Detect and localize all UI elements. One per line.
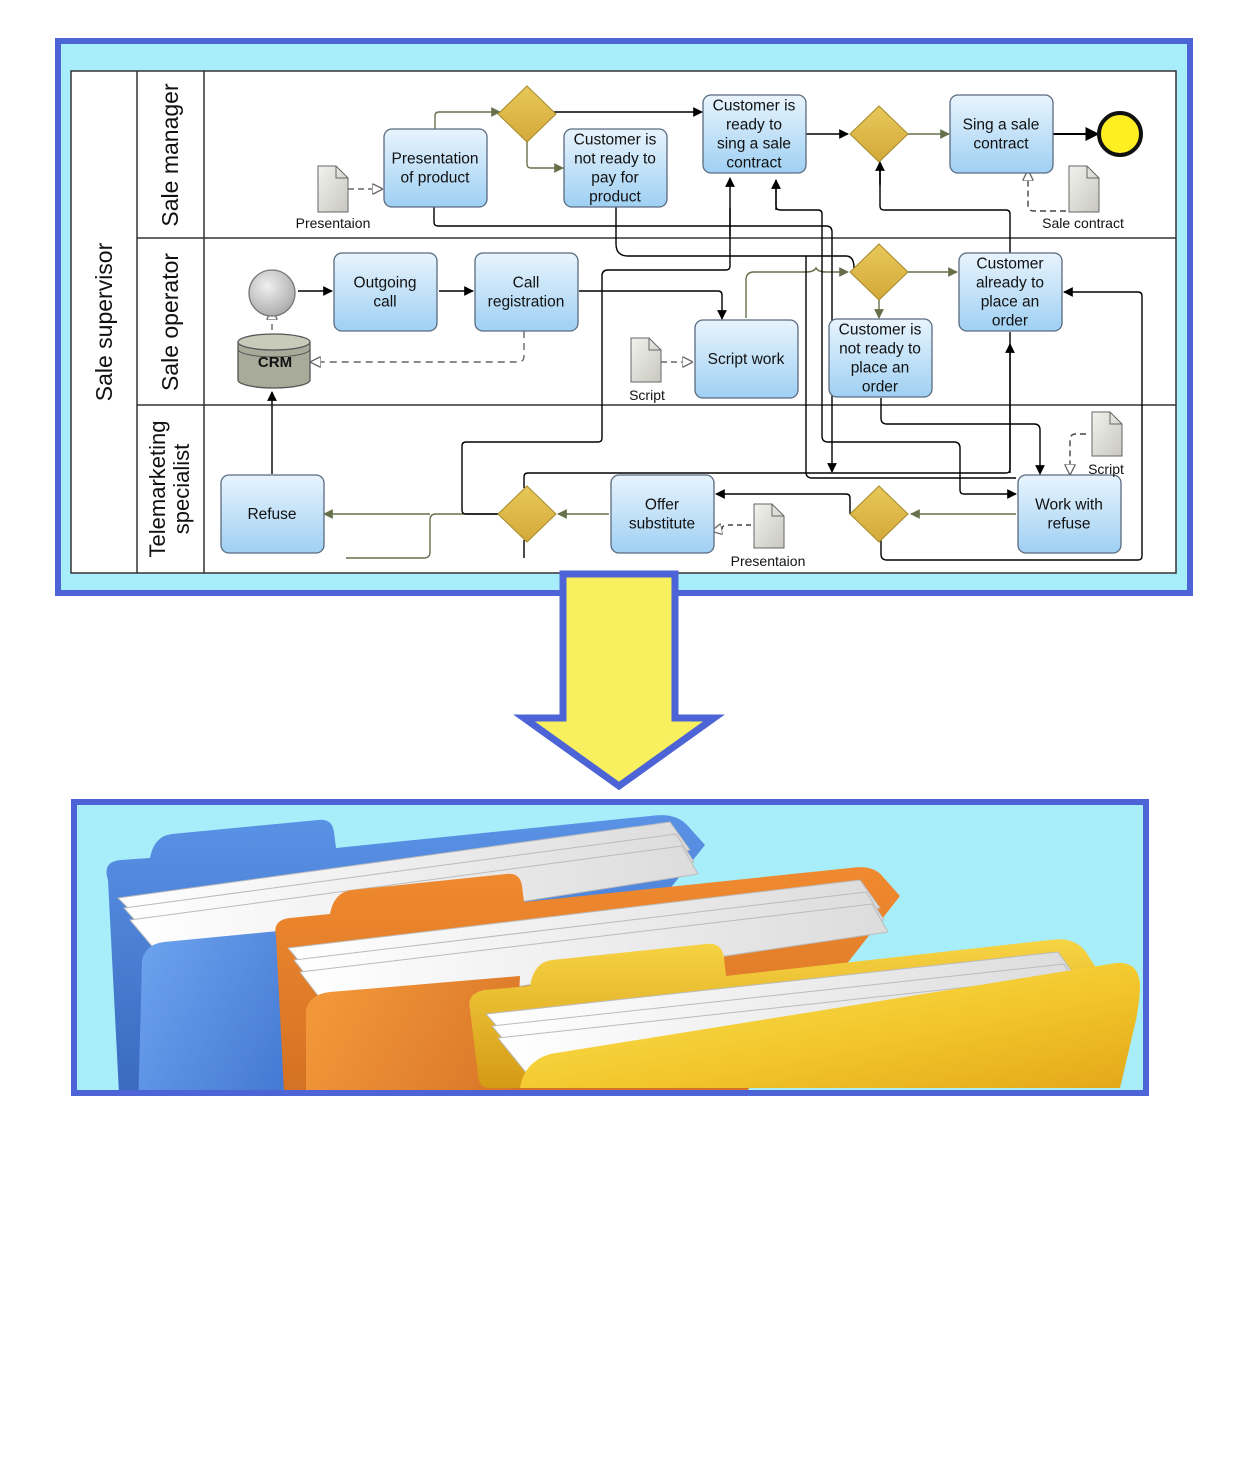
task-label: Presentation of product <box>391 151 478 187</box>
gateway <box>849 105 909 163</box>
artifact-label: Script <box>1088 461 1124 477</box>
task-label-line: order <box>862 379 898 396</box>
task-customer-not-ready-to-order: Customer is not ready to place an order <box>828 318 933 398</box>
folders-panel <box>71 799 1149 1096</box>
task-label: Refuse <box>247 506 296 523</box>
lane-label-sale-manager: Sale manager <box>157 83 183 227</box>
task-label-line: not ready to <box>839 341 921 358</box>
task-label-line: Refuse <box>247 506 296 523</box>
task-label-line: place an <box>851 360 910 377</box>
task-label: Script work <box>708 351 785 368</box>
task-label-line: Offer <box>645 497 679 514</box>
lane-label-line: specialist <box>169 444 194 534</box>
document-icon <box>1068 165 1100 213</box>
task-label-line: Sing a sale <box>963 117 1040 134</box>
task-presentation-of-product: Presentation of product <box>383 128 488 208</box>
process-diagram-panel: Sale supervisor Sale manager Sale operat… <box>55 38 1193 596</box>
task-label: Call registration <box>488 275 565 311</box>
gateway <box>849 243 909 301</box>
yellow-folder <box>469 939 1140 1088</box>
crm-database-icon: CRM <box>237 333 311 389</box>
gateway <box>849 485 909 543</box>
lane-label-telemarketing: Telemarketingspecialist <box>145 421 194 558</box>
artifact-label: Presentaion <box>296 215 371 231</box>
task-label-line: call <box>373 294 396 311</box>
task-label-line: Customer is <box>574 132 657 149</box>
artifact-label: Script <box>629 387 665 403</box>
task-label: Customer already to place an order <box>976 256 1044 330</box>
task-label-line: Customer <box>976 256 1043 273</box>
crm-label: CRM <box>258 354 292 371</box>
start-event <box>248 269 296 317</box>
task-label-line: place an <box>981 294 1040 311</box>
task-call-registration: Call registration <box>474 252 579 332</box>
task-label-line: substitute <box>629 516 695 533</box>
task-label: Customer is ready to sing a sale contract <box>713 98 796 172</box>
process-diagram: Sale supervisor Sale manager Sale operat… <box>70 70 1177 574</box>
task-label-line: contract <box>726 155 782 172</box>
document-icon <box>1091 411 1123 457</box>
end-event <box>1097 111 1143 157</box>
task-label-line: not ready to <box>574 151 656 168</box>
task-label: Sing a sale contract <box>963 117 1040 153</box>
task-work-with-refuse: Work with refuse <box>1017 474 1122 554</box>
task-label-line: Call <box>513 275 540 292</box>
sequence-flows <box>272 107 1143 561</box>
artifact-label: Presentaion <box>731 553 806 569</box>
task-label: Customer is not ready to pay for product <box>574 132 657 206</box>
task-refuse: Refuse <box>220 474 325 554</box>
task-label-line: order <box>992 313 1028 330</box>
task-script-work: Script work <box>694 319 799 399</box>
task-label-line: of product <box>401 170 471 187</box>
task-label-line: already to <box>976 275 1044 292</box>
task-label: Work with refuse <box>1035 497 1103 533</box>
task-label: Offer substitute <box>629 497 695 533</box>
gateway <box>497 85 557 143</box>
task-label-line: Outgoing <box>354 275 417 292</box>
artifact-label: Sale contract <box>1042 215 1124 231</box>
lane-label-sale-operator: Sale operator <box>157 253 183 391</box>
task-label: Outgoing call <box>354 275 417 311</box>
lane-label-line: Telemarketing <box>145 421 170 558</box>
document-icon <box>317 165 349 213</box>
task-label-line: ready to <box>726 117 782 134</box>
task-label-line: Customer is <box>839 322 922 339</box>
task-customer-ready-to-order: Customer already to place an order <box>958 252 1063 332</box>
task-label-line: Presentation <box>391 151 478 168</box>
task-customer-ready-to-sign: Customer is ready to sing a sale contract <box>702 94 807 174</box>
task-label-line: contract <box>973 136 1029 153</box>
pool-label: Sale supervisor <box>91 242 117 401</box>
task-label: Customer is not ready to place an order <box>839 322 922 396</box>
folders-icon <box>106 815 1140 1090</box>
task-label-line: pay for <box>591 170 638 187</box>
document-icon <box>630 337 662 383</box>
task-outgoing-call: Outgoing call <box>333 252 438 332</box>
gateway <box>497 485 557 543</box>
task-label-line: Script work <box>708 351 785 368</box>
task-customer-not-ready-to-pay: Customer is not ready to pay for product <box>563 128 668 208</box>
task-label-line: refuse <box>1047 516 1090 533</box>
task-label-line: Customer is <box>713 98 796 115</box>
task-label-line: registration <box>488 294 565 311</box>
task-offer-substitute: Offer substitute <box>610 474 715 554</box>
document-icon <box>753 503 785 549</box>
task-label-line: sing a sale <box>717 136 791 153</box>
task-sign-sale-contract: Sing a sale contract <box>949 94 1054 174</box>
task-label-line: Work with <box>1035 497 1103 514</box>
task-label-line: product <box>589 189 641 206</box>
